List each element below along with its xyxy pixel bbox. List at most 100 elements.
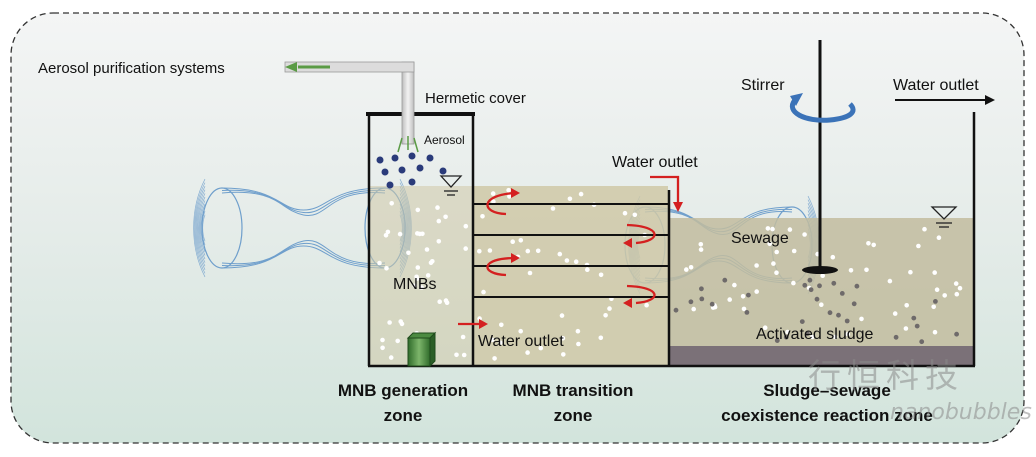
particle: [844, 318, 850, 324]
particle: [954, 331, 959, 337]
particle: [417, 231, 423, 237]
coexistence-zone-water: [670, 218, 974, 346]
particle: [463, 223, 469, 229]
particle: [506, 187, 511, 193]
particle: [406, 250, 411, 256]
particle: [585, 267, 590, 273]
particle: [535, 248, 541, 254]
zone-transition-line1: MNB transition: [513, 381, 634, 400]
field-line: [198, 200, 206, 256]
particle: [435, 205, 440, 210]
field-line: [202, 214, 206, 242]
aerosol-label: Aerosol: [424, 133, 465, 147]
particle: [817, 283, 822, 289]
water-level-marker-right: [930, 206, 958, 228]
field-line: [196, 193, 206, 263]
particle: [770, 226, 775, 232]
particle: [395, 338, 401, 344]
particle: [732, 282, 737, 288]
zone-coexistence-line2: coexistence reaction zone: [721, 406, 933, 425]
particle: [839, 291, 845, 296]
particle: [388, 355, 394, 360]
particle: [848, 268, 854, 273]
particle: [859, 316, 864, 322]
particle: [832, 334, 838, 340]
aerosol-pipe: [284, 61, 415, 145]
sewage-label: Sewage: [731, 230, 789, 247]
particle: [644, 302, 649, 308]
particle: [684, 267, 689, 272]
particle: [936, 235, 942, 240]
zone-transition-line2: zone: [554, 406, 593, 425]
particle: [578, 191, 584, 197]
particle: [931, 304, 936, 310]
particle: [414, 274, 419, 280]
particle: [518, 238, 524, 243]
particle: [461, 352, 467, 358]
particle: [425, 273, 431, 278]
particle: [914, 323, 920, 329]
particle: [744, 310, 750, 315]
particle: [908, 269, 913, 275]
activated-sludge-label: Activated sludge: [756, 326, 874, 343]
water-outlet-arrow: [895, 95, 995, 105]
field-line: [193, 178, 206, 278]
particle: [518, 328, 523, 334]
particle: [774, 338, 780, 343]
particle: [510, 239, 515, 244]
field-line: [195, 189, 206, 267]
particle: [415, 207, 421, 213]
particles: [377, 187, 963, 361]
tube-line: [221, 187, 386, 211]
particle: [398, 319, 404, 324]
particle: [802, 282, 808, 288]
tube-end: [201, 187, 243, 269]
particle: [436, 239, 442, 244]
particle: [576, 341, 581, 347]
particle: [933, 299, 938, 304]
particle: [954, 291, 960, 297]
particle: [564, 258, 570, 263]
particle: [783, 334, 789, 340]
particle: [491, 199, 496, 204]
particle: [573, 259, 579, 265]
particle: [538, 345, 544, 351]
particle: [377, 260, 382, 266]
particle: [490, 337, 495, 343]
tube-line: [221, 189, 386, 214]
particle: [575, 328, 581, 334]
particle: [385, 229, 391, 235]
particle: [525, 350, 530, 355]
particle: [957, 285, 963, 291]
bubble-generator-icon: [406, 331, 437, 368]
aerosol-system-label: Aerosol purification systems: [38, 60, 225, 77]
particle: [460, 334, 466, 340]
particle: [814, 296, 820, 302]
particle: [688, 299, 694, 305]
particle: [887, 278, 893, 284]
particle: [632, 212, 638, 218]
particle: [820, 273, 825, 279]
particle: [436, 218, 442, 224]
particle: [893, 334, 899, 340]
particle: [598, 272, 604, 278]
particle: [480, 214, 485, 219]
particle: [499, 322, 504, 328]
particle: [492, 356, 497, 361]
particle: [754, 263, 759, 268]
particle: [866, 241, 871, 246]
particle: [942, 293, 947, 298]
tank-walls: [366, 112, 976, 368]
field-line: [199, 203, 206, 253]
particle: [799, 319, 805, 324]
particle: [419, 285, 424, 290]
particle: [561, 352, 566, 357]
particle: [864, 267, 869, 273]
particle: [791, 248, 797, 254]
particle: [771, 261, 776, 266]
particle: [383, 233, 389, 238]
particle: [557, 251, 563, 257]
particle: [525, 248, 531, 254]
particle: [774, 249, 779, 255]
